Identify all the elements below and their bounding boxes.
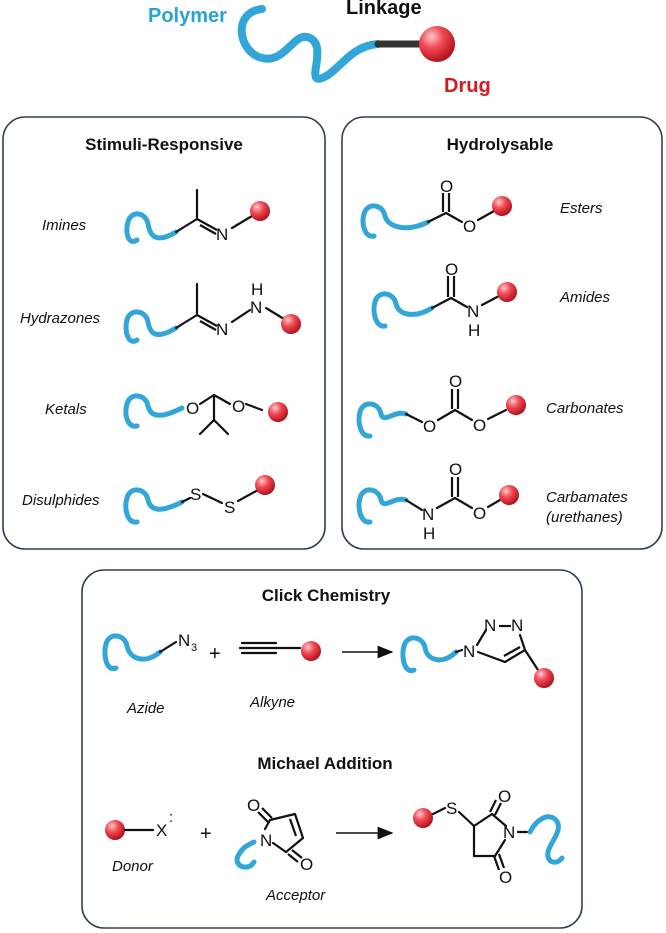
plus-sign: + — [209, 643, 221, 665]
polymer-chain — [123, 309, 179, 344]
stimuli-title: Stimuli-Responsive — [85, 135, 243, 154]
hydrazone-structure: Hydrazones N N H — [20, 280, 301, 344]
polymer-chain — [356, 487, 409, 525]
imine-structure: Imines N — [42, 188, 270, 244]
atom-h: H — [468, 321, 480, 340]
drug-sphere — [492, 196, 512, 216]
atom-n: N — [467, 302, 479, 321]
atom-s: S — [190, 485, 201, 504]
panel-hydrolysable — [341, 116, 663, 550]
atom-n: N — [503, 823, 515, 842]
polymer-chain — [124, 211, 179, 244]
atom-s: S — [446, 799, 457, 818]
triazole-n2: N — [484, 616, 496, 635]
hydrazones-label: Hydrazones — [20, 310, 101, 327]
donor-label: Donor — [112, 858, 154, 875]
drug-sphere — [301, 641, 321, 661]
hydrolysable-title: Hydrolysable — [447, 135, 554, 154]
header-scheme: Polymer Linkage Drug — [148, 0, 491, 97]
acceptor-label: Acceptor — [265, 887, 326, 904]
azide-n: N — [178, 631, 190, 650]
alkyne-label: Alkyne — [249, 694, 295, 711]
esters-label: Esters — [560, 200, 603, 217]
carbonates-label: Carbonates — [546, 400, 624, 417]
atom-n: N — [216, 320, 228, 339]
atom-x: X — [156, 821, 167, 840]
drug-sphere — [105, 820, 125, 840]
amide-structure: Amides O N H — [371, 260, 611, 340]
ester-structure: Esters O O — [360, 177, 603, 239]
atom-h: H — [423, 524, 435, 543]
carbamates-label: Carbamates — [546, 489, 628, 506]
click-scheme: N 3 + Azide Alkyne N N N — [102, 616, 554, 717]
panel-conjugation — [81, 569, 583, 929]
polymer-chain — [237, 5, 382, 83]
drug-sphere — [506, 395, 526, 415]
drug-sphere — [534, 668, 554, 688]
lone-pair: : — [169, 809, 173, 826]
polymer-chain — [400, 635, 459, 673]
drug-sphere — [281, 314, 301, 334]
atom-o: O — [449, 372, 462, 391]
drug-sphere — [268, 402, 288, 422]
drug-label: Drug — [444, 75, 491, 97]
michael-scheme: X : + Donor O O N Acceptor S O N — [105, 787, 565, 904]
atom-o: O — [499, 868, 512, 887]
atom-o: O — [473, 504, 486, 523]
drug-sphere — [419, 26, 455, 62]
atom-o: O — [463, 217, 476, 236]
atom-n: N — [260, 831, 272, 850]
michael-title: Michael Addition — [257, 754, 392, 773]
atom-o: O — [186, 399, 199, 418]
polymer-chain — [234, 839, 257, 870]
atom-h: H — [251, 280, 263, 299]
ketal-structure: Ketals O O — [45, 393, 288, 436]
atom-s: S — [224, 498, 235, 517]
polymer-chain — [527, 814, 565, 865]
atom-o: O — [440, 177, 453, 196]
polymer-chain — [123, 393, 185, 429]
amides-label: Amides — [559, 289, 611, 306]
azide-subscript: 3 — [191, 642, 197, 654]
polymer-chain — [123, 487, 185, 525]
atom-o: O — [445, 260, 458, 279]
triazole-n1: N — [463, 642, 475, 661]
atom-o: O — [423, 417, 436, 436]
drug-sphere — [497, 282, 517, 302]
polymer-chain — [371, 291, 435, 329]
atom-o: O — [473, 416, 486, 435]
disulphides-label: Disulphides — [22, 492, 100, 509]
atom-o: O — [300, 855, 313, 874]
plus-sign: + — [200, 823, 212, 845]
atom-n: N — [422, 505, 434, 524]
atom-o: O — [449, 460, 462, 479]
ketals-label: Ketals — [45, 401, 87, 418]
disulphide-structure: Disulphides S S — [22, 475, 275, 525]
drug-sphere — [255, 475, 275, 495]
atom-o: O — [232, 397, 245, 416]
carbamate-structure: Carbamates (urethanes) N H O O — [356, 460, 628, 543]
atom-o: O — [247, 796, 260, 815]
drug-sphere — [250, 201, 270, 221]
linkage-label: Linkage — [346, 0, 422, 19]
drug-sphere — [499, 485, 519, 505]
triazole-n3: N — [511, 616, 523, 635]
polymer-chain — [102, 633, 163, 671]
urethanes-label: (urethanes) — [546, 509, 623, 526]
polymer-label: Polymer — [148, 5, 227, 27]
polymer-chain — [360, 203, 431, 239]
atom-n: N — [216, 225, 228, 244]
carbonate-structure: Carbonates O O O — [356, 372, 624, 439]
drug-sphere — [413, 808, 433, 828]
click-title: Click Chemistry — [262, 586, 391, 605]
atom-o: O — [498, 787, 511, 806]
atom-n: N — [250, 298, 262, 317]
imines-label: Imines — [42, 217, 87, 234]
polymer-chain — [356, 401, 409, 439]
azide-label: Azide — [126, 700, 165, 717]
